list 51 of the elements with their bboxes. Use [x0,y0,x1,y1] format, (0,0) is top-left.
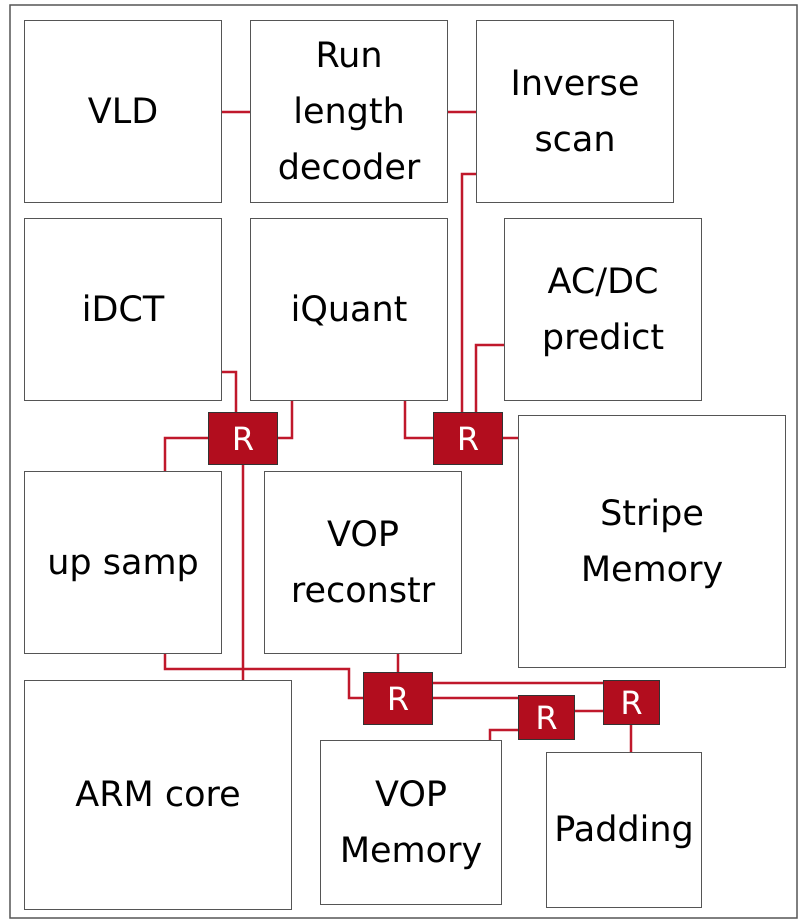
router-box [518,695,575,740]
wire [448,110,476,114]
wire [433,682,603,684]
router-label: R [386,680,410,718]
router-box [603,680,660,725]
block-label: Stripe Memory [580,492,724,592]
router-box [208,412,278,465]
router-box [433,412,503,465]
block-label: ARM core [74,774,242,817]
block-box [518,415,786,668]
block-label: VLD [86,90,160,134]
block-box [24,20,222,203]
wire [503,436,518,440]
router-label: R [456,420,480,458]
wire [278,401,294,440]
block-box [24,680,292,910]
block-box [250,20,448,203]
block-box [320,740,502,905]
wire [222,370,238,412]
router-label: R [230,420,256,458]
block-label: Padding [553,809,695,852]
block-label: VOP reconstr [290,514,436,612]
block-box [24,471,222,654]
router-box [363,672,433,725]
block-label: VOP Memory [338,774,484,872]
router-label: R [534,698,559,736]
block-box [476,20,674,203]
wire [164,654,363,700]
wire [575,710,603,712]
block-label: iDCT [80,288,166,332]
block-label: Run length decoder [276,34,422,190]
wire [242,465,244,680]
wire [488,728,518,740]
wire [404,401,433,440]
wire [474,344,504,412]
wire [433,696,518,700]
wire [396,654,400,672]
block-box [546,752,702,908]
router-label: R [619,684,644,722]
wire [222,110,250,114]
block-box [250,218,448,401]
wire [164,436,208,471]
wire [630,725,632,752]
wire [460,172,476,412]
block-label: AC/DC predict [540,260,666,360]
block-label: iQuant [290,288,408,332]
block-box [24,218,222,401]
block-box [264,471,462,654]
block-label: up samp [46,542,200,584]
block-box [504,218,702,401]
block-label: Inverse scan [510,62,640,162]
